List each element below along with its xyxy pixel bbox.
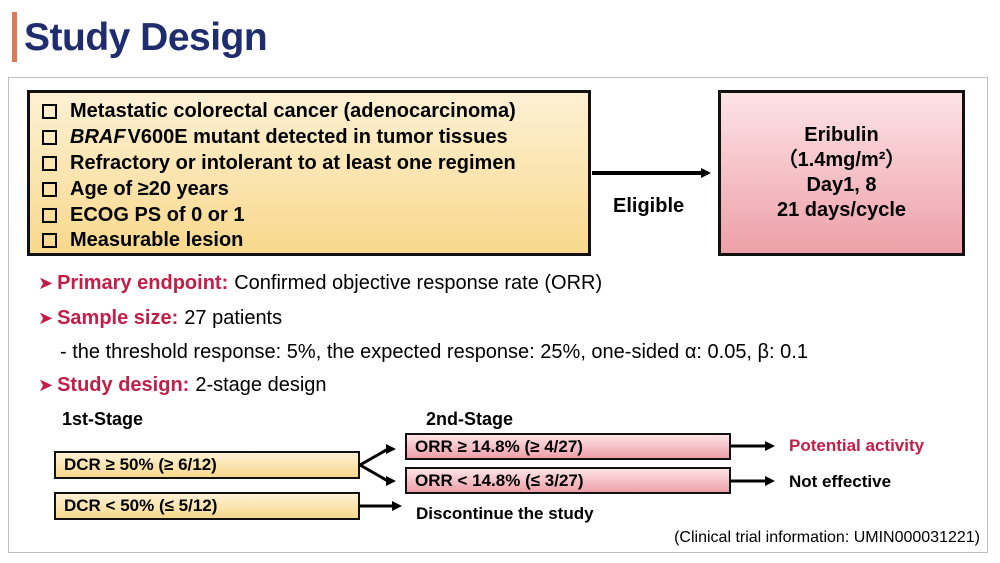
eligibility-criteria-box: Metastatic colorectal cancer (adenocarci… [27, 90, 591, 256]
outcome-not-effective: Not effective [789, 472, 892, 491]
criterion-item: ECOG PS of 0 or 1 [42, 202, 588, 228]
stage1-fail-box: DCR < 50% (≤ 5/12) [54, 492, 360, 520]
eligible-label: Eligible [613, 195, 685, 217]
criterion-text: Metastatic colorectal cancer (adenocarci… [70, 100, 516, 123]
checkbox-icon [42, 104, 57, 120]
bullet-arrow-icon: ➤ [38, 273, 54, 293]
criterion-item: BRAF V600E mutant detected in tumor tiss… [42, 125, 588, 151]
bullet-arrow-icon: ➤ [38, 375, 54, 395]
drug-days: Day1, 8 [806, 174, 877, 196]
checkbox-icon [42, 130, 57, 146]
footnote: (Clinical trial information: UMIN0000312… [674, 529, 980, 546]
sample-size-value: 27 patients [184, 307, 283, 329]
criterion-item: Refractory or intolerant to at least one… [42, 151, 588, 177]
study-design-label: Study design: [57, 374, 190, 396]
criterion-item: Measurable lesion [42, 228, 588, 254]
drug-dose: （1.4mg/m²） [777, 149, 906, 171]
stage2-label: 2nd-Stage [426, 409, 514, 429]
primary-endpoint-value: Confirmed objective response rate (ORR) [234, 272, 603, 294]
drug-cycle: 21 days/cycle [777, 199, 906, 221]
stage1-pass-box: DCR ≥ 50% (≥ 6/12) [54, 451, 360, 479]
criterion-text: Age of ≥20 years [70, 177, 229, 200]
content-frame [8, 77, 988, 553]
checkbox-icon [42, 155, 57, 171]
stage2-pass-box: ORR ≥ 14.8% (≥ 4/27) [405, 433, 731, 460]
criterion-text: Measurable lesion [70, 229, 244, 252]
title-accent-bar [12, 12, 17, 62]
checkbox-icon [42, 233, 57, 249]
study-design-value: 2-stage design [195, 374, 327, 396]
sample-size-label: Sample size: [57, 307, 179, 329]
criterion-text: ECOG PS of 0 or 1 [70, 203, 245, 226]
primary-endpoint-label: Primary endpoint: [57, 272, 229, 294]
criterion-gene-italic: BRAF [70, 126, 126, 149]
outcome-discontinue: Discontinue the study [416, 504, 594, 523]
page-title: Study Design [24, 16, 268, 59]
primary-endpoint-bullet: ➤ Primary endpoint: Confirmed objective … [38, 272, 602, 295]
study-design-bullet: ➤ Study design: 2-stage design [38, 374, 327, 397]
checkbox-icon [42, 207, 57, 223]
criterion-item: Age of ≥20 years [42, 176, 588, 202]
bullet-arrow-icon: ➤ [38, 308, 54, 328]
drug-name: Eribulin [804, 124, 879, 146]
criterion-item: Metastatic colorectal cancer (adenocarci… [42, 99, 588, 125]
sample-size-note: - the threshold response: 5%, the expect… [60, 341, 808, 363]
stage1-label: 1st-Stage [62, 409, 144, 429]
sample-size-bullet: ➤ Sample size: 27 patients [38, 307, 282, 330]
stage2-fail-box: ORR < 14.8% (≤ 3/27) [405, 467, 731, 494]
outcome-potential-activity: Potential activity [789, 436, 925, 455]
arrow-stage1-to-stage2-fail [359, 463, 396, 486]
checkbox-icon [42, 181, 57, 197]
criterion-text: V600E mutant detected in tumor tissues [127, 126, 508, 149]
criterion-text: Refractory or intolerant to at least one… [70, 151, 516, 174]
treatment-box: Eribulin （1.4mg/m²） Day1, 8 21 days/cycl… [718, 90, 965, 256]
arrow-stage1-to-stage2-pass [359, 444, 396, 467]
